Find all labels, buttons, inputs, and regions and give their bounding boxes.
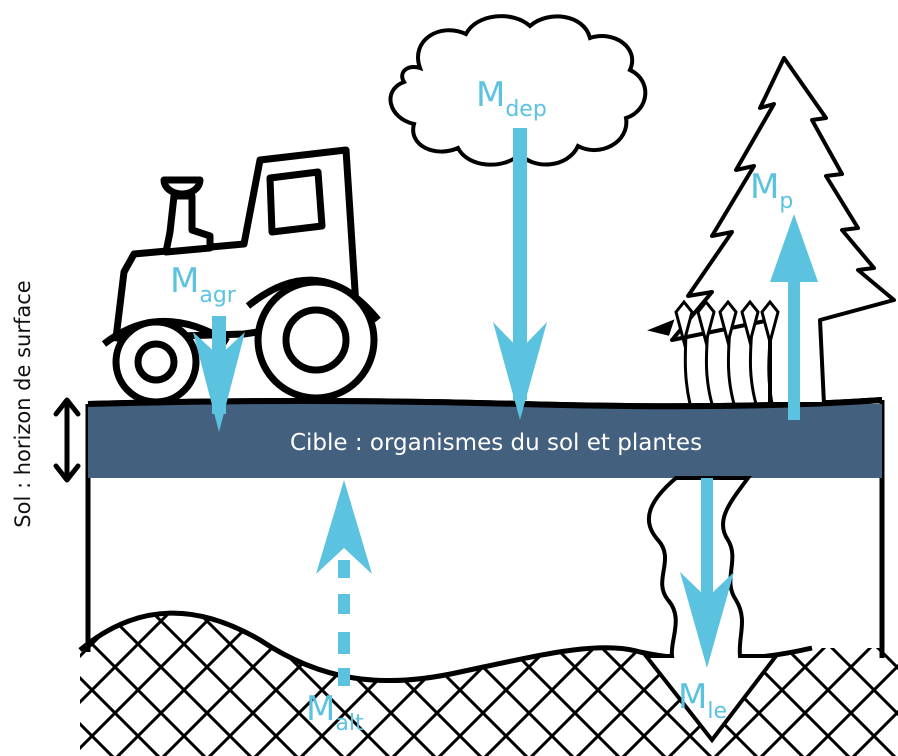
soil-depth-indicator	[56, 400, 78, 480]
weathering-arrow	[316, 480, 372, 686]
target-band-label: Cible : organismes du sol et plantes	[290, 430, 702, 456]
soil-axis-label: Sol : horizon de surface	[11, 280, 35, 527]
tractor-icon	[104, 150, 378, 402]
deposition-arrow	[493, 128, 547, 420]
